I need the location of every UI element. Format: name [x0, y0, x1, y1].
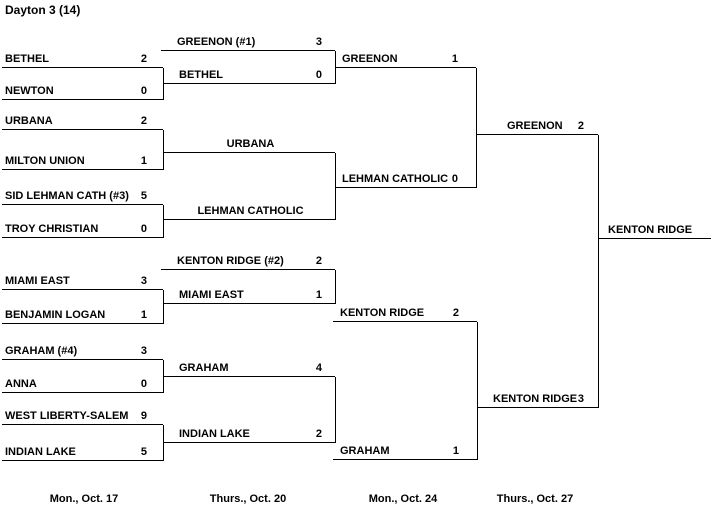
team-name: GRAHAM (#4): [5, 345, 78, 357]
bracket-slot: GREENON 2: [477, 119, 598, 135]
bracket-slot: GREENON (#1) 3: [161, 35, 335, 51]
team-name: URBANA: [226, 138, 275, 150]
team-score: 2: [140, 115, 147, 127]
connector-line: [476, 68, 477, 188]
bracket-slot: SID LEHMAN CATH (#3) 5: [2, 189, 163, 205]
round-date: Thurs., Oct. 20: [209, 493, 287, 505]
team-name: LEHMAN CATHOLIC: [342, 173, 449, 185]
team-score: 1: [140, 309, 147, 321]
team-score: 2: [315, 255, 322, 267]
team-score: 4: [315, 362, 322, 374]
bracket-slot: URBANA: [163, 137, 335, 153]
team-name: KENTON RIDGE (#2): [177, 255, 284, 267]
bracket-slot: WEST LIBERTY-SALEM 9: [2, 409, 163, 425]
team-name: GRAHAM: [340, 445, 390, 457]
team-score: 3: [140, 345, 147, 357]
connector-line: [163, 205, 164, 238]
team-score: 2: [140, 53, 147, 65]
page-title: Dayton 3 (14): [5, 3, 81, 17]
team-score: 9: [140, 410, 147, 422]
bracket-slot: TROY CHRISTIAN 0: [2, 222, 163, 238]
bracket-slot: GRAHAM 4: [163, 361, 335, 377]
team-name: INDIAN LAKE: [179, 428, 250, 440]
bracket-slot: BETHEL 2: [2, 52, 163, 68]
bracket-slot: BETHEL 0: [163, 68, 335, 84]
bracket-slot: MIAMI EAST 1: [163, 288, 335, 304]
team-name: GREENON: [507, 120, 563, 132]
team-name: TROY CHRISTIAN: [5, 223, 99, 235]
team-score: 3: [577, 393, 584, 405]
bracket-slot: URBANA 2: [2, 114, 163, 130]
team-name: URBANA: [5, 115, 53, 127]
bracket-slot: INDIAN LAKE 2: [163, 427, 335, 443]
team-name: BETHEL: [5, 53, 49, 65]
team-name: BETHEL: [179, 69, 223, 81]
team-score: 0: [140, 85, 147, 97]
connector-line: [335, 51, 336, 84]
bracket-slot: GREENON 1: [335, 52, 476, 68]
team-name: SID LEHMAN CATH (#3): [5, 190, 129, 202]
team-name: GREENON (#1): [177, 36, 256, 48]
team-score: 1: [451, 53, 458, 65]
bracket-slot: NEWTON 0: [2, 84, 163, 100]
team-name: WEST LIBERTY-SALEM: [5, 410, 129, 422]
bracket-slot: MILTON UNION 1: [2, 154, 163, 170]
team-score: 5: [140, 446, 147, 458]
team-score: 0: [140, 223, 147, 235]
team-score: 0: [140, 378, 147, 390]
bracket-slot: KENTON RIDGE 2: [333, 306, 477, 322]
connector-line: [163, 290, 164, 324]
connector-line: [163, 360, 164, 393]
round-date: Mon., Oct. 17: [49, 493, 119, 505]
round-date: Thurs., Oct. 27: [496, 493, 574, 505]
bracket-slot: INDIAN LAKE 5: [2, 445, 163, 461]
champion-slot: KENTON RIDGE: [598, 223, 711, 239]
team-score: 1: [140, 155, 147, 167]
team-score: 0: [451, 173, 458, 185]
team-score: 3: [315, 36, 322, 48]
team-name: GREENON: [342, 53, 398, 65]
bracket-slot: GRAHAM (#4) 3: [2, 344, 163, 360]
team-score: 2: [315, 428, 322, 440]
bracket-slot: BENJAMIN LOGAN 1: [2, 308, 163, 324]
round-date: Mon., Oct. 24: [368, 493, 438, 505]
team-score: 1: [315, 289, 322, 301]
team-name: ANNA: [5, 378, 37, 390]
bracket-slot: ANNA 0: [2, 377, 163, 393]
team-name: KENTON RIDGE: [493, 393, 578, 405]
team-score: 3: [140, 275, 147, 287]
team-score: 2: [577, 120, 584, 132]
connector-line: [163, 130, 164, 170]
team-score: 5: [140, 190, 147, 202]
team-name: MIAMI EAST: [179, 289, 244, 301]
bracket-slot: KENTON RIDGE (#2) 2: [161, 254, 335, 270]
team-score: 2: [452, 307, 459, 319]
connector-line: [477, 322, 478, 460]
bracket-slot: GRAHAM 1: [333, 444, 477, 460]
team-score: 0: [315, 69, 322, 81]
team-name: KENTON RIDGE: [340, 307, 425, 319]
team-name: MIAMI EAST: [5, 275, 70, 287]
connector-line: [335, 153, 336, 220]
team-name: BENJAMIN LOGAN: [5, 309, 106, 321]
bracket-slot: MIAMI EAST 3: [2, 274, 163, 290]
team-name: INDIAN LAKE: [5, 446, 76, 458]
connector-line: [163, 425, 164, 461]
team-name: NEWTON: [5, 85, 54, 97]
team-name: LEHMAN CATHOLIC: [197, 205, 304, 217]
bracket-slot: LEHMAN CATHOLIC: [163, 204, 335, 220]
connector-line: [335, 270, 336, 304]
team-name: KENTON RIDGE: [608, 224, 693, 236]
team-score: 1: [452, 445, 459, 457]
connector-line: [598, 135, 599, 408]
team-name: MILTON UNION: [5, 155, 85, 167]
team-name: GRAHAM: [179, 362, 229, 374]
connector-line: [335, 377, 336, 443]
connector-line: [163, 68, 164, 100]
